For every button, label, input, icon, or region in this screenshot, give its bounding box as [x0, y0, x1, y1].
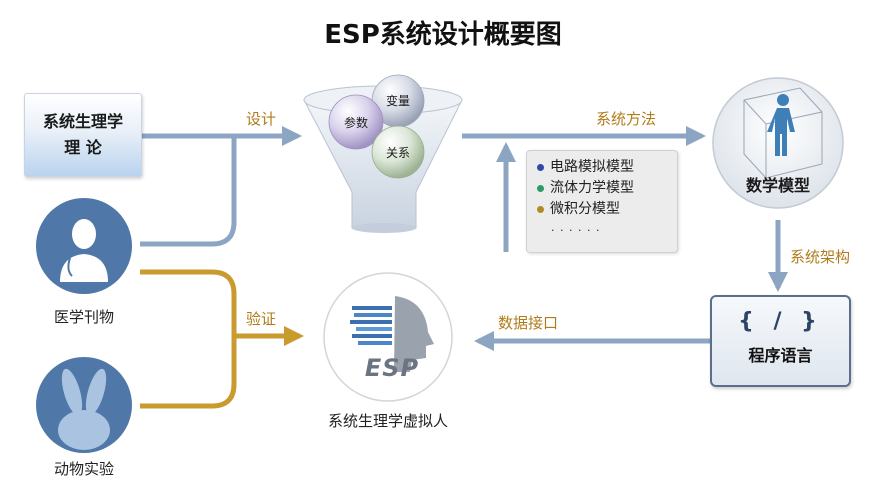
diagram-title: ESP系统设计概要图 [324, 20, 562, 50]
edge-label-interface: 数据接口 [498, 314, 559, 332]
theory-line2: 理 论 [64, 138, 102, 157]
ball-relation-label: 关系 [385, 146, 410, 160]
edge-label-verify: 验证 [246, 310, 277, 328]
model-type-label: 流体力学模型 [550, 180, 634, 196]
model-type-label: 电路模拟模型 [550, 159, 634, 175]
bullet-gold-icon [537, 206, 544, 213]
bullet-blue-icon [537, 164, 544, 171]
ellipsis-text: · · · · · · [551, 224, 601, 237]
model-type-label: 微积分模型 [550, 201, 620, 217]
model-type-item: 流体力学模型 [537, 178, 677, 199]
bullet-green-icon [537, 185, 544, 192]
funnel-graphic [303, 74, 463, 233]
rabbit-icon [36, 357, 132, 453]
human-figure-icon [767, 94, 795, 156]
model-types-list: 电路模拟模型 流体力学模型 微积分模型 · · · · · · [527, 151, 677, 241]
model-type-item: 微积分模型 [537, 199, 677, 220]
math-model-graphic [712, 77, 844, 209]
doctor-icon [36, 198, 132, 294]
virtual-human-label: 系统生理学虚拟人 [327, 412, 448, 430]
animal-label: 动物实验 [53, 460, 114, 478]
code-braces-icon: { / } [738, 309, 823, 334]
model-types-box: 电路模拟模型 流体力学模型 微积分模型 · · · · · · [526, 150, 678, 253]
ball-parameter-label: 参数 [343, 116, 368, 130]
literature-label: 医学刊物 [53, 308, 114, 326]
edge-literature-merge [140, 136, 237, 247]
programming-node: { / } 程序语言 [710, 295, 851, 387]
ball-relation [371, 125, 425, 179]
ball-variable-label: 变量 [385, 94, 410, 108]
programming-label: 程序语言 [748, 346, 813, 365]
edge-literature-verify [140, 269, 237, 336]
math-model-label: 数学模型 [745, 176, 810, 195]
virtual-human-logo [323, 272, 453, 402]
edge-label-architecture: 系统架构 [790, 248, 851, 266]
theory-line1: 系统生理学 [42, 112, 123, 131]
model-type-ellipsis: · · · · · · [537, 220, 677, 241]
edge-label-design: 设计 [246, 110, 277, 128]
model-type-item: 电路模拟模型 [537, 157, 677, 178]
edge-label-method: 系统方法 [596, 110, 657, 128]
edge-animal-verify [140, 336, 237, 409]
ball-parameter [328, 94, 384, 150]
esp-logo-text: ESP [364, 354, 420, 382]
face-profile-icon [350, 296, 434, 372]
theory-node: 系统生理学 理 论 [24, 93, 142, 177]
